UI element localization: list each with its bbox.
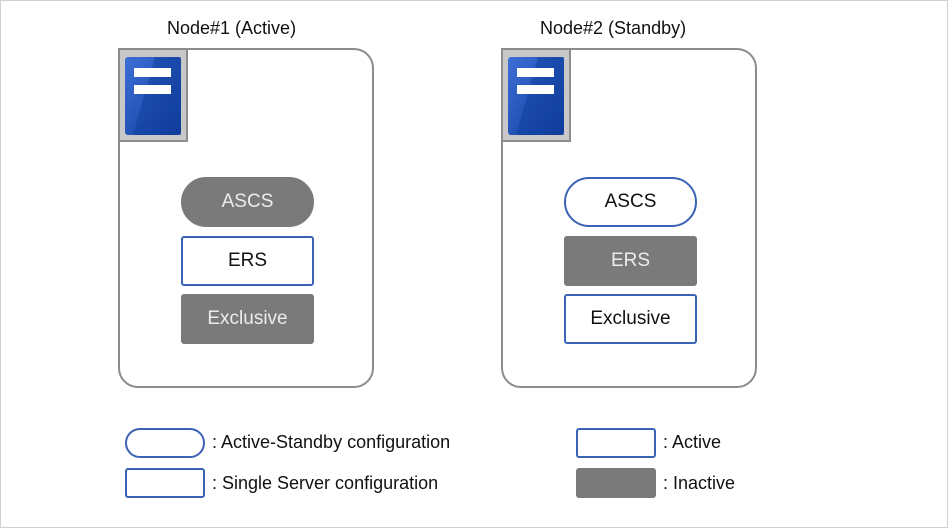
legend-active-swatch bbox=[576, 428, 656, 458]
legend-single-server: : Single Server configuration bbox=[212, 473, 439, 493]
legend-pill-swatch bbox=[125, 428, 205, 458]
node2-ers: ERS bbox=[564, 236, 697, 286]
node2-box: ASCS ERS Exclusive bbox=[501, 48, 757, 388]
node2-title: Node#2 (Standby) bbox=[540, 18, 687, 38]
node2-exclusive: Exclusive bbox=[564, 294, 697, 344]
node1-exclusive: Exclusive bbox=[181, 294, 314, 344]
legend-rect-swatch bbox=[125, 468, 205, 498]
legend-active-standby: : Active-Standby configuration bbox=[212, 432, 451, 452]
server-icon bbox=[508, 57, 564, 135]
node2-server bbox=[501, 48, 571, 142]
node1-ascs: ASCS bbox=[181, 177, 314, 227]
legend-inactive-swatch bbox=[576, 468, 656, 498]
legend-inactive: : Inactive bbox=[663, 473, 736, 493]
server-icon bbox=[125, 57, 181, 135]
node1-server bbox=[118, 48, 188, 142]
node1-box: ASCS ERS Exclusive bbox=[118, 48, 374, 388]
node2-ascs: ASCS bbox=[564, 177, 697, 227]
node1-ers: ERS bbox=[181, 236, 314, 286]
legend-active: : Active bbox=[663, 432, 722, 452]
node1-title: Node#1 (Active) bbox=[167, 18, 297, 38]
